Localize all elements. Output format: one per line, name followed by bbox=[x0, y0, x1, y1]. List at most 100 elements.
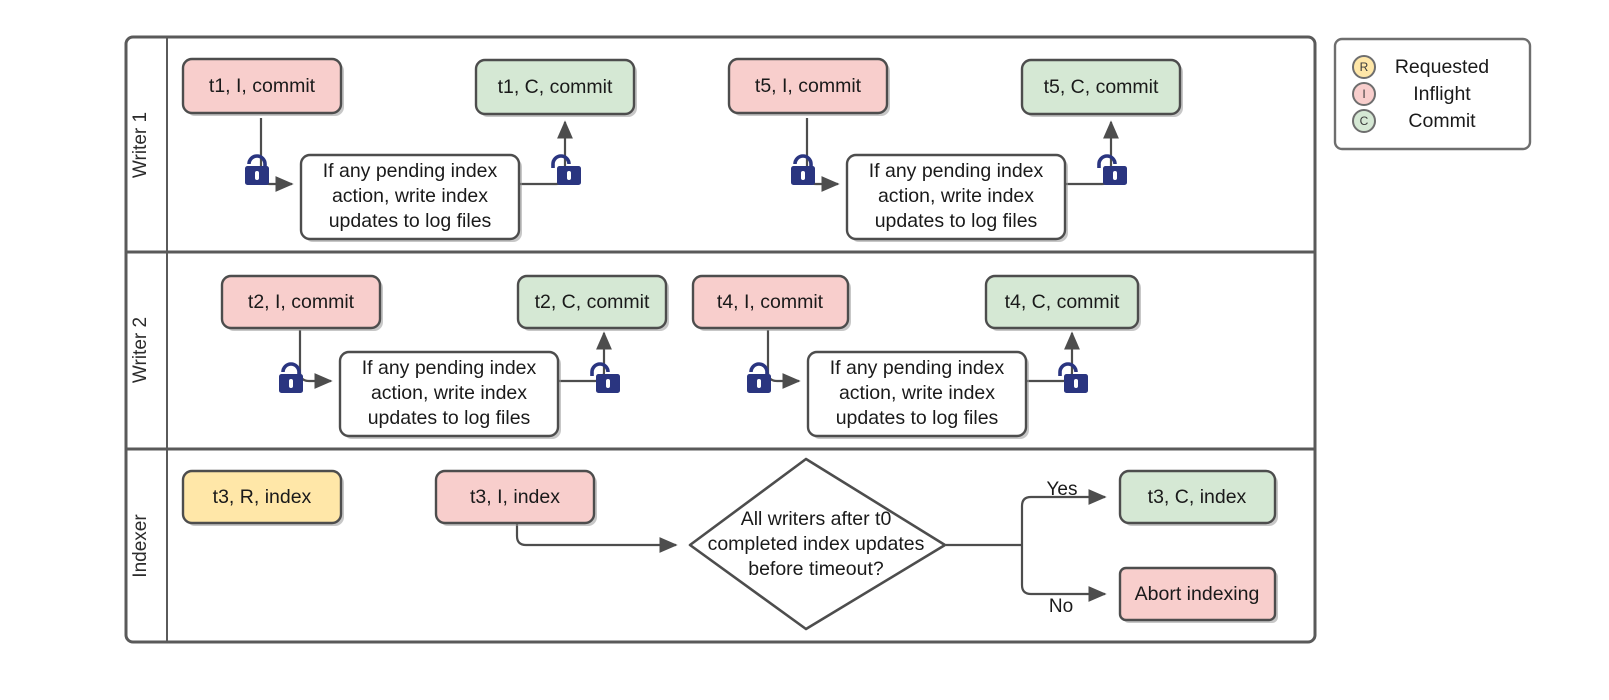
lane-label-writer-2-text: Writer 2 bbox=[130, 317, 151, 383]
indexer-task-commit-label: t3, C, index bbox=[1148, 486, 1247, 508]
inflight-status-icon-glyph: I bbox=[1362, 87, 1365, 101]
writer2-task-t4-inflight-label: t4, I, commit bbox=[717, 291, 824, 313]
writer1-task-t1-commit-box[interactable] bbox=[474, 58, 636, 116]
writer1-task-t5-inflight-label: t5, I, commit bbox=[755, 75, 862, 97]
lane-label-writer-2: Writer 2 bbox=[130, 317, 151, 383]
indexer-task-requested-label: t3, R, index bbox=[213, 486, 312, 508]
indexer-task-inflight-label: t3, I, index bbox=[470, 486, 560, 508]
legend-item-commit: C Commit bbox=[1352, 109, 1476, 133]
indexer-flow-no-branch bbox=[1020, 545, 1107, 602]
legend: R Requested I Inflight C Commit bbox=[1333, 37, 1532, 151]
indexer-task-inflight[interactable]: t3, I, index bbox=[434, 469, 597, 526]
writer2-task-t2-commit-box[interactable] bbox=[516, 274, 668, 330]
lane-label-indexer: Indexer bbox=[130, 514, 151, 578]
writer2-task-t2-commit-label: t2, C, commit bbox=[535, 291, 650, 313]
writer2-flow-start-to-index-1 bbox=[298, 330, 333, 389]
writer1-index-write-1-line-3: updates to log files bbox=[329, 210, 492, 232]
indexer-decision-gateway[interactable]: All writers after t0 completed index upd… bbox=[688, 457, 947, 631]
writer2-flow-index-to-end-2 bbox=[1025, 331, 1080, 383]
writer2-index-write-1-line-3: updates to log files bbox=[368, 407, 531, 429]
writer2-index-write-2-line-3: updates to log files bbox=[836, 407, 999, 429]
legend-item-requested-label: Requested bbox=[1395, 56, 1489, 78]
writer1-task-t5-inflight[interactable]: t5, I, commit bbox=[727, 57, 890, 116]
indexer-task-abort-label: Abort indexing bbox=[1135, 583, 1260, 605]
writer2-index-write-2-line-1: If any pending index bbox=[830, 357, 1005, 379]
writer2-index-write-1-line-1: If any pending index bbox=[362, 357, 537, 379]
writer1-index-write-2-box[interactable] bbox=[845, 153, 1067, 241]
writer2-flow-start-to-index-2 bbox=[766, 330, 801, 389]
writer2-index-write-1-line-2: action, write index bbox=[371, 382, 527, 404]
writer1-index-write-2-line-1: If any pending index bbox=[869, 160, 1044, 182]
pool-border bbox=[124, 35, 1317, 644]
writer2-task-t2-inflight[interactable]: t2, I, commit bbox=[220, 274, 383, 331]
indexer-flows bbox=[515, 489, 1107, 602]
writer2-task-t4-inflight[interactable]: t4, I, commit bbox=[691, 274, 851, 331]
indexer-decision-shape[interactable] bbox=[688, 457, 947, 631]
writer1-index-write-1-box[interactable] bbox=[299, 153, 521, 241]
writer1-task-t5-commit-box[interactable] bbox=[1020, 58, 1182, 116]
writer1-lock-release-1-icon bbox=[551, 154, 581, 185]
inflight-status-icon bbox=[1352, 82, 1376, 106]
legend-item-commit-label: Commit bbox=[1408, 110, 1476, 132]
writer2-task-t4-commit[interactable]: t4, C, commit bbox=[984, 274, 1141, 331]
commit-status-icon-glyph: C bbox=[1360, 114, 1369, 128]
writer2-task-t4-commit-label: t4, C, commit bbox=[1005, 291, 1120, 313]
indexer-flow-inflight-to-decision bbox=[515, 524, 678, 553]
writer1-task-t1-commit-label: t1, C, commit bbox=[498, 76, 613, 98]
writer2-flow-index-to-end-1 bbox=[557, 331, 612, 383]
writer1-task-t5-commit-label: t5, C, commit bbox=[1044, 76, 1159, 98]
lane-label-writer-1-text: Writer 1 bbox=[130, 112, 151, 178]
writer2-lock-acquire-2-icon bbox=[747, 362, 771, 393]
writer1-index-write-2-line-3: updates to log files bbox=[875, 210, 1038, 232]
writer1-task-t1-inflight[interactable]: t1, I, commit bbox=[181, 57, 344, 116]
writer2-task-t4-inflight-box[interactable] bbox=[691, 274, 850, 330]
legend-panel bbox=[1333, 37, 1532, 151]
indexer-task-commit[interactable]: t3, C, index bbox=[1118, 469, 1278, 526]
writer2-task-t2-inflight-label: t2, I, commit bbox=[248, 291, 355, 313]
writer1-index-write-1-line-1: If any pending index bbox=[323, 160, 498, 182]
indexer-task-commit-box[interactable] bbox=[1118, 469, 1277, 525]
writer2-index-write-2-line-2: action, write index bbox=[839, 382, 995, 404]
indexer-decision-line-3: before timeout? bbox=[748, 558, 884, 580]
writer1-index-write-2[interactable]: If any pending index action, write index… bbox=[845, 153, 1068, 242]
writer2-lock-release-1-icon bbox=[590, 362, 620, 393]
commit-status-icon bbox=[1352, 109, 1376, 133]
lane-label-indexer-text: Indexer bbox=[130, 514, 151, 578]
writer2-index-write-2-box[interactable] bbox=[806, 350, 1028, 438]
writer2-task-t2-commit[interactable]: t2, C, commit bbox=[516, 274, 669, 331]
indexer-task-requested[interactable]: t3, R, index bbox=[181, 469, 344, 526]
writer1-lock-acquire-2-icon bbox=[791, 154, 815, 185]
indexer-branch-yes-label: Yes bbox=[1047, 479, 1078, 500]
writer2-index-write-1-box[interactable] bbox=[338, 350, 560, 438]
indexer-task-requested-box[interactable] bbox=[181, 469, 343, 525]
indexer-task-abort[interactable]: Abort indexing bbox=[1118, 566, 1278, 623]
writer1-lock-release-2-icon bbox=[1097, 154, 1127, 185]
requested-status-icon bbox=[1352, 55, 1376, 79]
writer2-lock-release-2-icon bbox=[1058, 362, 1088, 393]
writer1-task-t5-inflight-box[interactable] bbox=[727, 57, 889, 115]
writer2-index-write-1[interactable]: If any pending index action, write index… bbox=[338, 350, 561, 439]
legend-item-inflight-label: Inflight bbox=[1413, 83, 1471, 105]
writer2-task-t4-commit-box[interactable] bbox=[984, 274, 1140, 330]
writer1-index-write-1[interactable]: If any pending index action, write index… bbox=[299, 153, 522, 242]
writer1-task-t1-inflight-box[interactable] bbox=[181, 57, 343, 115]
lane-label-writer-1: Writer 1 bbox=[130, 112, 151, 178]
indexer-task-abort-box[interactable] bbox=[1118, 566, 1277, 622]
writer2-task-t2-inflight-box[interactable] bbox=[220, 274, 382, 330]
writer1-task-t5-commit[interactable]: t5, C, commit bbox=[1020, 58, 1183, 117]
indexer-flow-yes-branch bbox=[1020, 489, 1107, 545]
writer2-lock-acquire-1-icon bbox=[279, 362, 303, 393]
indexer-task-inflight-box[interactable] bbox=[434, 469, 596, 525]
legend-item-inflight: I Inflight bbox=[1352, 82, 1471, 106]
writer1-task-t1-commit[interactable]: t1, C, commit bbox=[474, 58, 637, 117]
writer2-index-write-2[interactable]: If any pending index action, write index… bbox=[806, 350, 1029, 439]
indexer-decision-line-2: completed index updates bbox=[708, 533, 925, 555]
indexer-decision-line-1: All writers after t0 bbox=[741, 508, 892, 530]
requested-status-icon-glyph: R bbox=[1360, 60, 1369, 74]
legend-item-requested: R Requested bbox=[1352, 55, 1489, 79]
writer1-lock-acquire-1-icon bbox=[245, 154, 269, 185]
writer1-index-write-1-line-2: action, write index bbox=[332, 185, 488, 207]
writer1-index-write-2-line-2: action, write index bbox=[878, 185, 1034, 207]
